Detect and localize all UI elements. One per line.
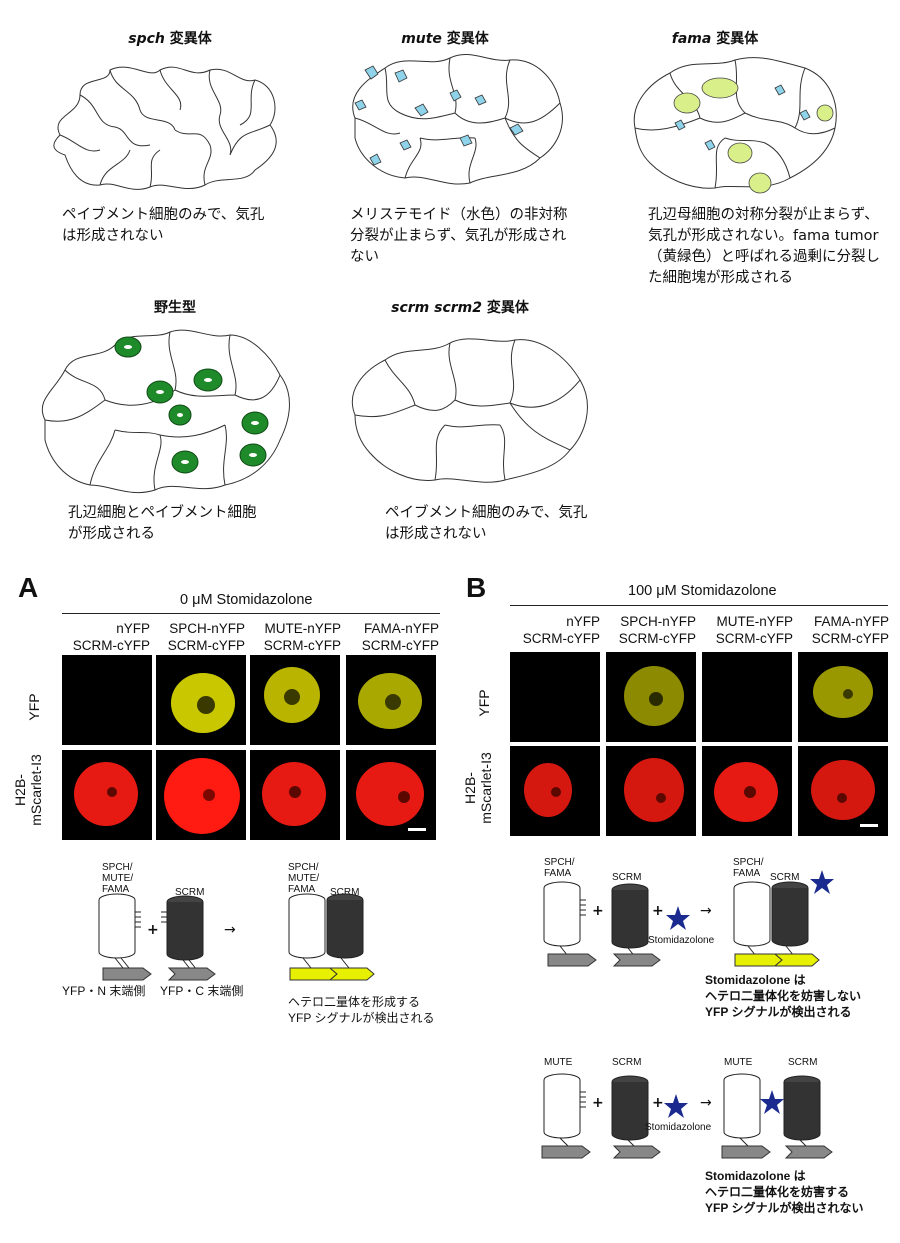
b1-result-left: SPCH/ FAMA — [733, 857, 764, 879]
a-yfp-4 — [346, 655, 436, 745]
desc-wildtype: 孔辺細胞とペイブメント細胞 が形成される — [68, 505, 257, 542]
b1-plus-1: + — [592, 903, 604, 919]
panel-b-row-mscarlet: H2B- mScarlet-I3 — [462, 752, 494, 824]
b2-drug-label: Stomidazolone — [645, 1122, 712, 1133]
a-yfp-1 — [62, 655, 152, 745]
b1-plus-2: + — [652, 903, 664, 919]
b2-separated — [721, 1073, 833, 1159]
b2-cylinders — [541, 1073, 688, 1159]
panel-b-col-4: FAMA-nYFP SCRM-cYFP — [811, 614, 889, 646]
panel-a-col-2: SPCH-nYFP SCRM-cYFP — [167, 621, 245, 653]
b2-caption: Stomidazolone は ヘテロ二量体化を妨害する YFP シグナルが検出… — [705, 1169, 864, 1215]
b1-arrow: → — [700, 903, 712, 919]
a-scale-bar — [408, 828, 426, 831]
title-spch: spch 変異体 — [128, 31, 212, 47]
panel-a-row-yfp: YFP — [26, 693, 42, 721]
sketch-fama — [633, 57, 837, 194]
title-mute: mute 変異体 — [401, 31, 489, 47]
b1-cylinders — [543, 881, 690, 967]
title-fama: fama 変異体 — [671, 31, 759, 47]
panel-b-header-rule — [510, 605, 888, 606]
b2-right-protein: SCRM — [612, 1057, 642, 1068]
a-mscarlet-3 — [250, 750, 340, 840]
b1-drug-label: Stomidazolone — [648, 935, 715, 946]
b2-plus-1: + — [592, 1095, 604, 1111]
desc-fama: 孔辺母細胞の対称分裂が止まらず、 気孔が形成されない。fama tumor （黄… — [648, 207, 880, 286]
b1-dimer — [733, 870, 834, 967]
panel-label-b: B — [466, 572, 487, 603]
desc-mute: メリステモイド（水色）の非対称 分裂が止まらず、気孔が形成され ない — [350, 207, 568, 265]
b1-right-protein: SCRM — [612, 872, 642, 883]
sketch-scrm — [351, 338, 588, 483]
b-yfp-1 — [510, 652, 600, 742]
desc-scrm: ペイブメント細胞のみで、気孔 は形成されない — [385, 505, 588, 542]
panel-b-col-3: MUTE-nYFP SCRM-cYFP — [715, 614, 793, 646]
sketch-spch — [53, 66, 277, 190]
a-diagram-result-left: SPCH/ MUTE/ FAMA — [288, 862, 320, 895]
a-mscarlet-1 — [62, 750, 152, 840]
title-scrm: scrm scrm2 変異体 — [391, 300, 529, 316]
b1-caption: Stomidazolone は ヘテロ二量体化を妨害しない YFP シグナルが検… — [705, 973, 862, 1019]
a-diagram-result-right: SCRM — [330, 887, 360, 898]
b2-result-right: SCRM — [788, 1057, 818, 1068]
a-diagram-dimer — [288, 893, 375, 981]
panel-a-col-1: nYFP SCRM-cYFP — [72, 621, 150, 653]
panel-a-header-rule — [62, 613, 440, 614]
b-yfp-4 — [798, 652, 888, 742]
a-diagram-arrow: → — [224, 922, 236, 938]
panel-label-a: A — [18, 572, 39, 603]
a-diagram-yfp-n: YFP・N 末端側 — [62, 984, 146, 998]
a-diagram-left-protein: SPCH/ MUTE/ FAMA — [102, 862, 134, 895]
panel-b-condition: 100 μM Stomidazolone — [628, 583, 777, 599]
desc-spch: ペイブメント細胞のみで、気孔 は形成されない — [62, 207, 265, 244]
b1-left-protein: SPCH/ FAMA — [544, 857, 575, 879]
stomata-wildtype — [114, 336, 269, 474]
b-mscarlet-3 — [702, 746, 792, 836]
sketch-wildtype — [41, 329, 290, 494]
panel-a-col-4: FAMA-nYFP SCRM-cYFP — [361, 621, 439, 653]
b2-plus-2: + — [652, 1095, 664, 1111]
title-wildtype: 野生型 — [154, 300, 196, 316]
b-mscarlet-1 — [510, 746, 600, 836]
a-diagram-yfp-c: YFP・C 末端側 — [160, 984, 244, 998]
b2-result-left: MUTE — [724, 1057, 753, 1068]
a-mscarlet-2 — [156, 750, 246, 840]
a-yfp-3 — [250, 655, 340, 745]
a-diagram-result-caption: ヘテロ二量体を形成する YFP シグナルが検出される — [288, 995, 435, 1025]
panel-a-col-3: MUTE-nYFP SCRM-cYFP — [263, 621, 341, 653]
b-yfp-2 — [606, 652, 696, 742]
panel-b-row-yfp: YFP — [476, 689, 492, 717]
b-mscarlet-4 — [798, 746, 888, 836]
b1-result-right: SCRM — [770, 872, 800, 883]
panel-a-condition: 0 μM Stomidazolone — [180, 592, 313, 608]
b2-left-protein: MUTE — [544, 1057, 573, 1068]
b-yfp-3 — [702, 652, 792, 742]
panel-a-row-mscarlet: H2B- mScarlet-I3 — [12, 754, 44, 826]
b-scale-bar — [860, 824, 878, 827]
sketch-mute — [352, 54, 563, 185]
b2-arrow: → — [700, 1095, 712, 1111]
panel-b-col-1: nYFP SCRM-cYFP — [522, 614, 600, 646]
b-mscarlet-2 — [606, 746, 696, 836]
a-yfp-2 — [156, 655, 246, 745]
a-diagram-cylinders — [98, 893, 216, 981]
panel-b-col-2: SPCH-nYFP SCRM-cYFP — [618, 614, 696, 646]
a-mscarlet-4 — [346, 750, 436, 840]
a-diagram-plus: + — [147, 922, 159, 938]
a-diagram-right-protein: SCRM — [175, 887, 205, 898]
